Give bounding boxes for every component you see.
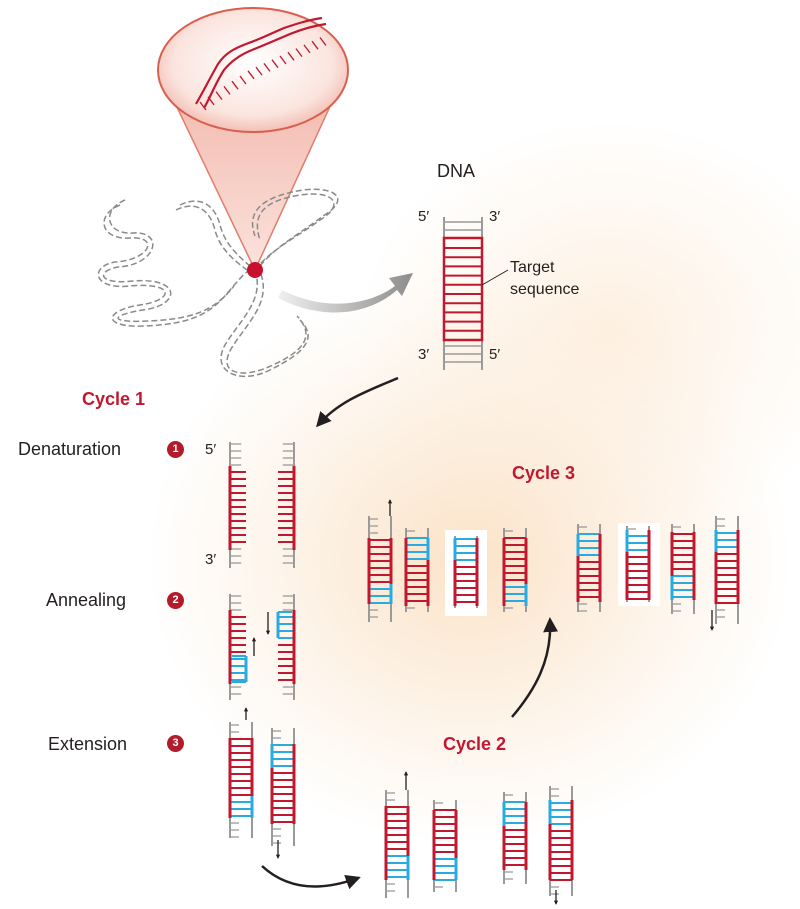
cycle2-duplex-1: [384, 790, 410, 898]
zoom-arrow: [278, 273, 413, 313]
three-prime-label: 3′: [205, 551, 217, 568]
sequence-label: sequence: [510, 281, 580, 298]
three-prime-label: 3′: [418, 346, 430, 363]
genomic-dna-coil: [97, 188, 339, 378]
helix-in-lens: [195, 16, 327, 111]
target-locus-dot: [247, 262, 263, 278]
magnifier-cone: [157, 7, 349, 272]
cycle2-duplex-4: [548, 786, 574, 896]
cycle3-duplex-3: [453, 536, 479, 608]
cycle3-title: Cycle 3: [512, 463, 576, 483]
step-2-badge: 2: [167, 592, 184, 609]
arrow-to-cycle2: [261, 865, 361, 890]
dna-label: DNA: [437, 161, 476, 181]
five-prime-label: 5′: [205, 441, 217, 458]
extended-duplex-right: [270, 728, 296, 846]
step-3-badge: 3: [167, 735, 184, 752]
denatured-strand-left: [228, 442, 246, 568]
cycle3-duplex-2: [404, 528, 430, 612]
step-annealing-label: Annealing: [46, 590, 127, 610]
arrow-to-cycle1: [316, 376, 399, 428]
target-pointer-line: [481, 269, 509, 286]
cycle1-title: Cycle 1: [82, 389, 146, 409]
cycle2-duplex-3: [502, 792, 528, 884]
dna-double-strand: [442, 217, 484, 370]
primer-right: [276, 611, 292, 639]
cycle3-duplex-5: [576, 524, 602, 612]
cycle3-duplex-8: [714, 516, 740, 624]
step-1-badge: 1: [167, 441, 184, 458]
primer-left: [232, 655, 248, 683]
five-prime-label: 5′: [418, 208, 430, 225]
pcr-strands: [228, 442, 740, 905]
cycle3-duplex-4: [502, 528, 528, 612]
cycle2-duplex-2: [432, 800, 458, 892]
target-label: Target: [510, 259, 555, 276]
annealing-strand-right: [278, 594, 296, 700]
step-extension-label: Extension: [48, 734, 128, 754]
step-denaturation-label: Denaturation: [18, 439, 122, 459]
three-prime-label: 3′: [489, 208, 501, 225]
annealing-strand-left: [228, 594, 246, 700]
denatured-strand-right: [278, 442, 296, 568]
cycle3-duplex-6: [625, 526, 651, 602]
cycle3-duplex-1: [367, 516, 393, 622]
arrow-to-cycle3: [511, 617, 559, 718]
five-prime-label: 5′: [489, 346, 501, 363]
cycle3-duplex-7: [670, 524, 696, 614]
extended-duplex-left: [228, 722, 254, 838]
cycle2-title: Cycle 2: [443, 734, 507, 754]
